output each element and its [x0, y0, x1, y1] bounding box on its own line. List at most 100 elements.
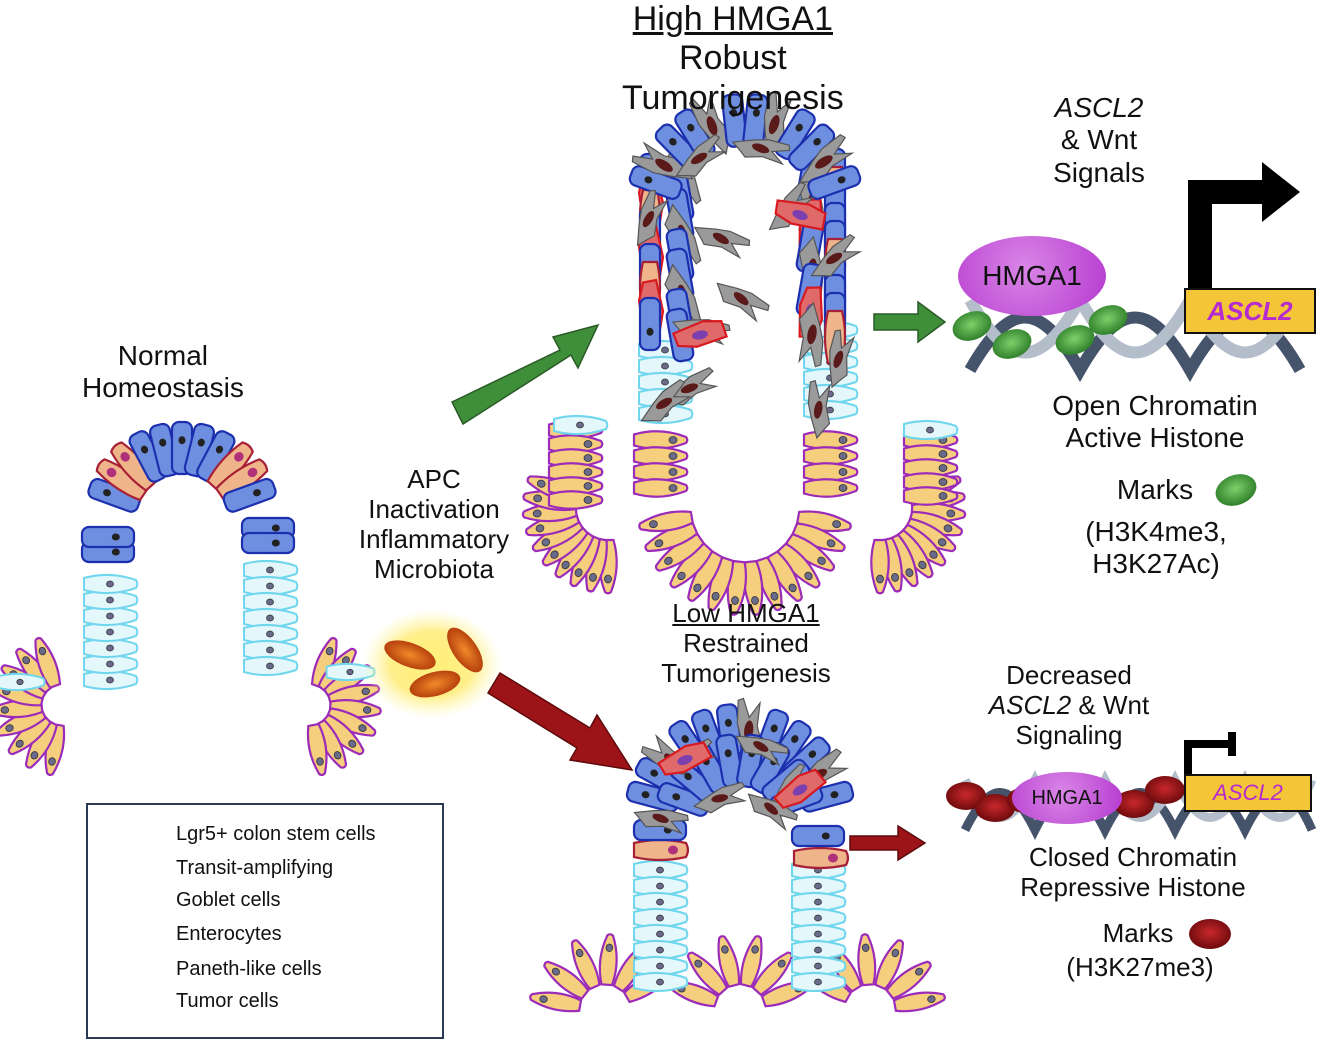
normal-title-2: Homeostasis	[82, 372, 244, 404]
stem-cell	[547, 434, 604, 454]
tumor-cell	[798, 301, 824, 368]
repressed-signaling-label: Signaling	[1015, 720, 1123, 751]
stem-cell	[632, 446, 689, 466]
tumor-cell	[692, 781, 748, 814]
tumor-cell	[829, 329, 856, 389]
legend-label-tumor: Tumor cells	[176, 990, 279, 1012]
ta-cell	[0, 672, 46, 692]
stem-cell	[632, 478, 689, 498]
tumor-cell	[640, 378, 693, 422]
low-hmga1-subtitle-1: Restrained	[683, 628, 809, 659]
low-hmga1-subtitle-2: Tumorigenesis	[661, 658, 831, 689]
stem-cell	[598, 933, 618, 987]
high-hmga1-subtitle-2: Tumorigenesis	[622, 78, 844, 117]
trigger-line-3: Inflammatory	[358, 524, 510, 555]
ta-cell	[633, 924, 689, 944]
normal-crypt	[0, 420, 382, 777]
stem-cell	[857, 933, 877, 987]
goblet-cell	[206, 441, 254, 492]
green-arrow-to-high	[450, 323, 600, 426]
entero-cell	[240, 531, 296, 555]
stem-cell	[306, 722, 328, 777]
tumor-cell	[636, 189, 670, 247]
stem-cell	[570, 939, 601, 991]
trigger-line-4: Microbiota	[374, 554, 494, 585]
stem-cell	[632, 430, 689, 450]
red-arrow-to-low	[486, 671, 634, 772]
paneth-cell	[671, 319, 729, 348]
ta-cell	[633, 956, 689, 976]
stem-cell	[802, 478, 859, 498]
trigger-line-1: APC	[407, 464, 461, 494]
stem-cell	[547, 490, 604, 510]
entero-cell	[222, 477, 277, 513]
stem-cell	[802, 462, 859, 482]
hmga1-low-label: HMGA1	[1031, 786, 1103, 809]
stem-cell	[34, 637, 62, 690]
repressive-histone-label: Repressive Histone	[1020, 872, 1246, 903]
stem-cell	[802, 430, 859, 450]
repressive-marks-label: Marks	[1102, 918, 1174, 948]
stem-cell	[529, 991, 583, 1013]
entero-cell	[807, 165, 862, 200]
legend-label-enterocyte: Enterocytes	[176, 923, 282, 945]
repressed-gene-label: ASCL2	[988, 690, 1072, 721]
ta-cell	[83, 574, 139, 594]
ta-cell	[791, 972, 847, 992]
stem-cell	[717, 935, 741, 988]
stem-cell	[739, 935, 763, 988]
stem-cell	[632, 462, 689, 482]
ta-cell	[553, 415, 609, 435]
legend-label-stem: Lgr5+ colon stem cells	[176, 823, 376, 845]
ascl2-repressed-box: ASCL2	[1184, 774, 1312, 812]
legend-label-transit: Transit-amplifying	[176, 857, 334, 879]
hmga1-high-oval: HMGA1	[958, 236, 1106, 316]
stem-cell	[870, 538, 890, 595]
hmga1-high-label: HMGA1	[982, 260, 1082, 291]
ta-cell	[791, 924, 847, 944]
legend-label-paneth: Paneth-like cells	[176, 958, 322, 980]
entero-cell	[638, 296, 662, 352]
active-histone-label: Active Histone	[1065, 422, 1245, 454]
active-marks-1: (H3K4me3,	[1085, 516, 1227, 547]
stem-cell	[885, 960, 932, 1000]
repressive-histone-marks	[946, 776, 1231, 949]
closed-chromatin-label: Closed Chromatin	[1028, 842, 1238, 872]
tumor-cell	[716, 282, 770, 323]
tumor-cell	[807, 379, 831, 440]
repressed-transcription-icon	[1184, 732, 1236, 780]
ascl2-active-box: ASCL2	[1184, 288, 1316, 334]
decreased-label: Decreased	[1006, 660, 1132, 690]
entero-cell	[80, 525, 136, 549]
open-chromatin-label: Open Chromatin	[1052, 390, 1258, 421]
tumor-cell	[810, 233, 863, 277]
active-signals-label: Signals	[1053, 156, 1145, 188]
ta-cell	[633, 972, 689, 992]
entero-cell	[790, 824, 846, 848]
tumor-cell	[693, 226, 751, 260]
stem-cell	[543, 960, 590, 1000]
red-arrow-to-chromatin	[849, 824, 927, 862]
normal-title-1: Normal	[117, 340, 209, 371]
ascl2-active-label: ASCL2	[1207, 295, 1293, 326]
ascl2-repressed-label: ASCL2	[1213, 780, 1283, 805]
high-hmga1-subtitle-1: Robust	[678, 39, 787, 78]
stem-cell	[547, 476, 604, 496]
paneth-cell	[774, 199, 827, 231]
legend-label-goblet: Goblet cells	[176, 889, 281, 911]
goblet-cell	[632, 838, 690, 862]
repressed-wnt-label: & Wnt	[1071, 690, 1150, 721]
tumor-cell	[747, 793, 799, 832]
ta-cell	[243, 624, 299, 644]
paneth-cell	[657, 741, 713, 776]
stem-cell	[902, 486, 959, 506]
tumor-cell	[731, 139, 791, 166]
high-hmga1-title: High HMGA1	[632, 0, 833, 38]
paneth-cell	[772, 768, 828, 810]
active-marks-label: Marks	[1116, 474, 1194, 505]
stem-cell	[892, 991, 946, 1013]
active-gene-label: ASCL2	[1054, 92, 1144, 123]
stem-cell	[874, 939, 905, 991]
stem-cell	[638, 510, 695, 533]
ta-cell	[633, 876, 689, 896]
